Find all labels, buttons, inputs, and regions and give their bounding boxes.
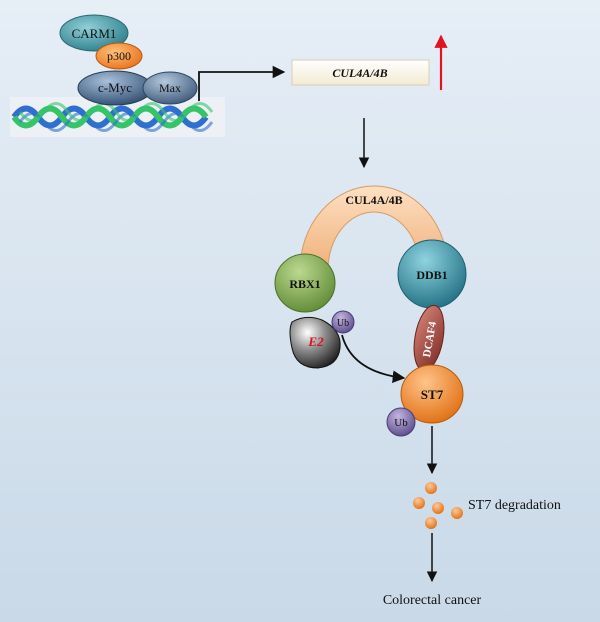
rbx1-protein: RBX1 [274, 253, 336, 313]
st7-label: ST7 [421, 387, 444, 402]
colorectal-cancer-label: Colorectal cancer [383, 593, 482, 608]
p300-protein: p300 [95, 42, 143, 70]
p300-label: p300 [107, 49, 131, 63]
ddb1-label: DDB1 [416, 268, 447, 282]
ub-top-label: Ub [337, 318, 349, 329]
cul4-arch-label: CUL4A/4B [345, 193, 402, 207]
st7-protein: ST7 [400, 364, 464, 424]
carm1-label: CARM1 [72, 26, 117, 41]
ub-on-st7: Ub [386, 407, 416, 437]
cmyc-protein: c-Myc [77, 70, 153, 106]
max-protein: Max [142, 71, 198, 105]
ddb1-protein: DDB1 [397, 239, 467, 309]
transcription-arrow [198, 65, 286, 101]
st7-degradation-label: ST7 degradation [468, 498, 561, 513]
cmyc-label: c-Myc [98, 80, 132, 95]
cul4-gene-box: CUL4A/4B [291, 59, 430, 86]
cul4-gene-label: CUL4A/4B [332, 66, 387, 80]
ub-on-e2: Ub [331, 310, 355, 334]
ub-bottom-label: Ub [394, 417, 408, 429]
st7-fragments [413, 482, 463, 529]
rbx1-label: RBX1 [289, 277, 320, 291]
max-label: Max [159, 81, 181, 95]
e2-label: E2 [307, 334, 324, 349]
ub-transfer-arrow [341, 334, 406, 383]
e2-enzyme: E2 [289, 316, 341, 369]
carm1-protein: CARM1 [59, 14, 129, 52]
dcaf4-protein: DCAF4 [413, 304, 445, 372]
